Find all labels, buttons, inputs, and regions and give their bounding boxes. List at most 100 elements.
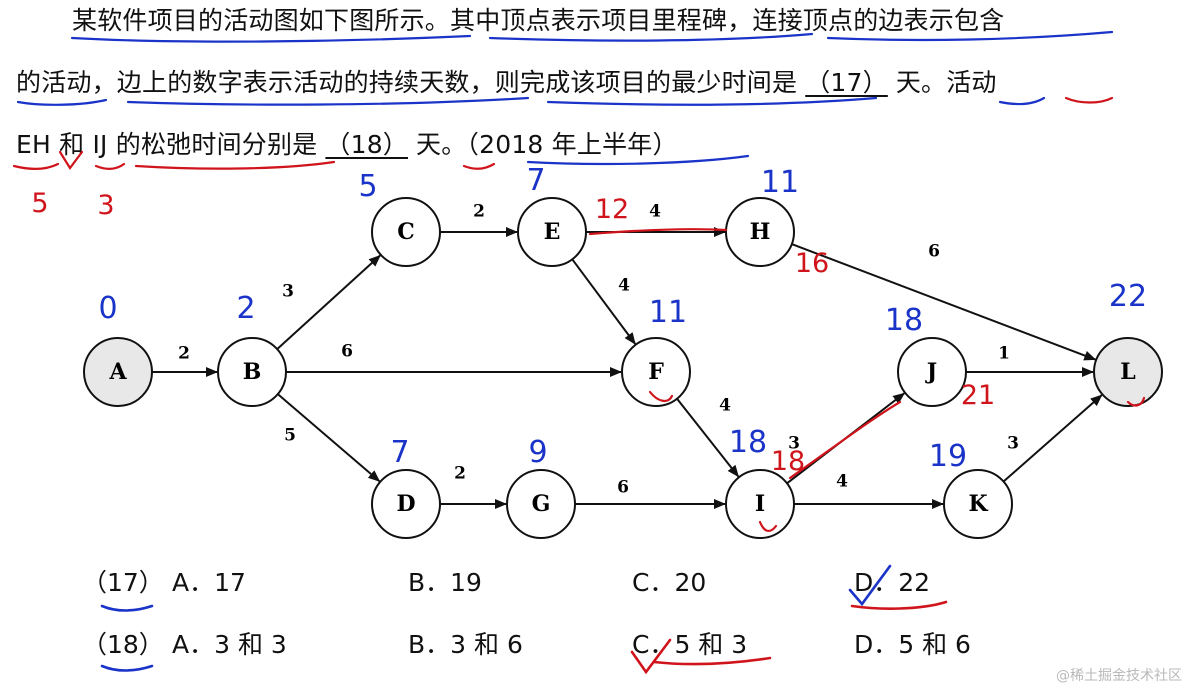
node-H: H (725, 197, 795, 267)
node-label-I: I (755, 491, 765, 517)
edge-EF (571, 258, 636, 345)
blue-note-D: 7 (390, 435, 409, 470)
option-18-b[interactable]: B．3 和 6 (408, 630, 523, 659)
edge-weight-IK: 4 (836, 472, 848, 492)
node-G: G (506, 469, 576, 539)
node-label-C: C (397, 219, 415, 245)
node-I: I (725, 469, 795, 539)
node-label-E: E (544, 219, 561, 245)
node-C: C (371, 197, 441, 267)
watermark: @稀土掘金技术社区 (1056, 668, 1182, 684)
blue-note-L: 22 (1109, 279, 1147, 314)
question-line-3: EH 和 IJ 的松弛时间分别是（18）天。（2018 年上半年） (16, 130, 678, 160)
question-line-2: 的活动，边上的数字表示活动的持续天数，则完成该项目的最少时间是（17）天。活动 (16, 68, 997, 98)
node-circle-G (506, 469, 576, 539)
node-circle-F (621, 337, 691, 407)
edge-BD (277, 393, 381, 482)
node-circle-L (1093, 337, 1163, 407)
node-circle-K (943, 469, 1013, 539)
edge-KL (1002, 394, 1103, 483)
red-note-H: 16 (795, 248, 829, 279)
node-circle-I (725, 469, 795, 539)
node-label-K: K (968, 491, 988, 517)
option-17-a[interactable]: A．17 (172, 568, 246, 597)
node-circle-E (517, 197, 587, 267)
node-label-F: F (648, 359, 664, 385)
node-circle-B (217, 337, 287, 407)
blue-note-I: 18 (729, 425, 767, 460)
question-text-2a: 的活动，边上的数字表示活动的持续天数，则完成该项目的最少时间是 (16, 68, 798, 97)
blank-18: （18） (325, 130, 409, 159)
blue-note-A: 0 (98, 291, 117, 326)
red-note-E: 12 (595, 194, 629, 225)
node-A: A (83, 337, 153, 407)
edge-BC (276, 254, 381, 350)
edge-weight-JL: 1 (998, 344, 1010, 364)
edge-weight-AB: 2 (178, 344, 190, 364)
node-K: K (943, 469, 1013, 539)
red-note-I: 18 (771, 446, 805, 477)
edge-HL (791, 243, 1097, 361)
blue-note-H: 11 (761, 165, 799, 200)
node-circle-D (371, 469, 441, 539)
question-text-3a: EH 和 IJ 的松弛时间分别是 (16, 130, 318, 159)
option-17-c[interactable]: C．20 (632, 568, 707, 597)
edge-weight-CE: 2 (473, 202, 485, 222)
edge-weight-IJ: 3 (788, 434, 800, 454)
edge-weight-KL: 3 (1007, 434, 1019, 454)
node-circle-H (725, 197, 795, 267)
question-line-1: 某软件项目的活动图如下图所示。其中顶点表示项目里程碑，连接顶点的边表示包含 (72, 6, 1004, 36)
node-label-A: A (108, 359, 127, 385)
blue-note-F: 11 (649, 295, 687, 330)
edges-layer: 2 3 6 5 2 4 4 2 6 4 6 3 4 1 3 (152, 202, 1103, 509)
node-F: F (621, 337, 691, 407)
node-circle-C (371, 197, 441, 267)
edge-weight-HL: 6 (928, 242, 940, 262)
node-E: E (517, 197, 587, 267)
edge-weight-BF: 6 (341, 342, 353, 362)
option-17-label: （17） (82, 568, 164, 597)
node-circle-J (897, 337, 967, 407)
node-D: D (371, 469, 441, 539)
option-18-c[interactable]: C．5 和 3 (632, 630, 748, 659)
question-text-3b: 天。（2018 年上半年） (416, 130, 678, 159)
red-path-marks (588, 228, 1146, 532)
blank-17: （17） (805, 68, 888, 97)
node-label-H: H (750, 219, 771, 245)
option-17-d[interactable]: D．22 (854, 568, 931, 597)
edge-FI (676, 398, 740, 478)
node-circle-A (83, 337, 153, 407)
answer-marks (100, 564, 948, 675)
blue-note-K: 19 (929, 439, 967, 474)
blue-note-J: 18 (885, 303, 923, 338)
blue-note-E: 7 (526, 163, 545, 198)
blue-note-q_EH: 5 (31, 188, 48, 219)
blue-note-C: 5 (358, 169, 377, 204)
edge-weight-FI: 4 (719, 396, 731, 416)
edge-weight-EF: 4 (618, 276, 630, 296)
edge-weight-EH: 4 (649, 202, 661, 222)
blue-note-G: 9 (528, 435, 547, 470)
edge-weight-BD: 5 (284, 426, 296, 446)
option-18-a[interactable]: A．3 和 3 (172, 630, 287, 659)
edge-weight-DG: 2 (454, 464, 466, 484)
node-label-G: G (532, 491, 551, 517)
blue-note-q_IJ: 3 (97, 190, 114, 221)
node-J: J (897, 337, 967, 407)
edge-weight-GI: 6 (617, 478, 629, 498)
question-text-1: 某软件项目的活动图如下图所示。其中顶点表示项目里程碑，连接顶点的边表示包含 (72, 6, 1005, 35)
node-B: B (217, 337, 287, 407)
question-text-2b: 天。活动 (895, 68, 997, 97)
option-18-d[interactable]: D．5 和 6 (854, 630, 971, 659)
option-17-b[interactable]: B．19 (408, 568, 482, 597)
node-label-D: D (396, 491, 415, 517)
red-note-J: 21 (961, 380, 995, 411)
pen-underlines (12, 30, 1114, 170)
node-label-B: B (243, 359, 262, 385)
edge-weight-BC: 3 (282, 282, 294, 302)
option-18-label: （18） (82, 630, 164, 659)
node-label-J: J (925, 359, 937, 385)
